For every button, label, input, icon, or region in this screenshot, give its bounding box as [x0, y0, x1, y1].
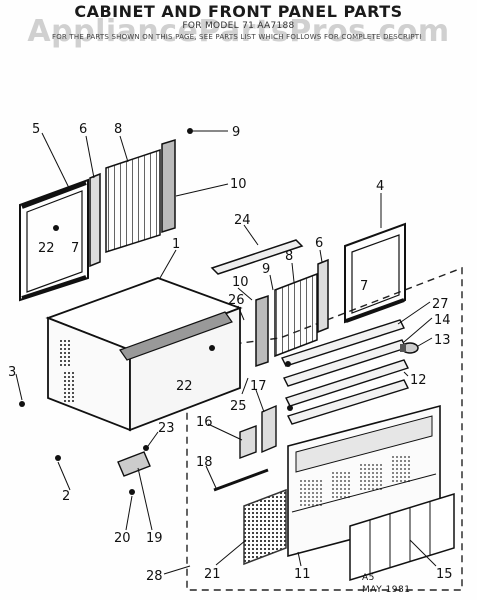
bracket-17	[261, 404, 277, 454]
cabinet-vent-upper	[58, 340, 72, 366]
screw-icon	[287, 405, 293, 411]
rod-18	[213, 468, 269, 492]
callout-27: 27	[432, 297, 449, 312]
callout-28: 28	[146, 569, 163, 584]
callout-10: 10	[230, 177, 247, 192]
callout-14: 14	[434, 313, 451, 328]
screw-icon	[187, 128, 193, 134]
side-curtain-frame-right	[344, 222, 406, 324]
watermark: AppliancePartsPros.com	[27, 14, 450, 49]
screw-icon	[53, 225, 59, 231]
callout-3: 3	[8, 365, 16, 380]
cabinet-vent-lower	[62, 372, 76, 402]
clip-19	[117, 451, 151, 477]
callout-10: 10	[232, 275, 249, 290]
callout-2: 2	[62, 489, 70, 504]
caption-line: FOR THE PARTS SHOWN ON THIS PAGE, SEE PA…	[52, 33, 422, 41]
callout-1: 1	[172, 237, 180, 252]
screw-icon	[143, 445, 149, 451]
callout-8: 8	[285, 249, 293, 264]
frame-bar-right	[255, 294, 269, 368]
callout-6: 6	[79, 122, 87, 137]
callout-11: 11	[294, 567, 311, 582]
callout-26: 26	[228, 293, 245, 308]
revision-date: MAY 1981	[362, 585, 411, 595]
side-curtain-frame-left	[19, 178, 89, 302]
page-title: CABINET AND FRONT PANEL PARTS	[74, 2, 403, 21]
leader-lines	[15, 132, 437, 575]
callout-20: 20	[114, 531, 131, 546]
callout-12: 12	[410, 373, 427, 388]
callout-22: 22	[176, 379, 193, 394]
callout-16: 16	[196, 415, 213, 430]
callout-24: 24	[234, 213, 251, 228]
louver-knob-icon	[400, 342, 419, 354]
callout-7: 7	[71, 241, 79, 256]
accordion-curtain-right	[274, 272, 318, 358]
top-trim-strip	[210, 239, 304, 275]
cabinet-shell	[45, 277, 243, 432]
screw-icon	[19, 401, 25, 407]
callout-9: 9	[232, 125, 240, 140]
callout-7: 7	[360, 279, 368, 294]
control-door	[243, 488, 287, 566]
screw-icon	[129, 489, 135, 495]
air-filter	[349, 492, 455, 582]
screw-icon	[209, 345, 215, 351]
side-strip-right	[317, 258, 329, 334]
callout-23: 23	[158, 421, 175, 436]
callout-22: 22	[38, 241, 55, 256]
screw-icon	[285, 361, 291, 367]
callout-15: 15	[436, 567, 453, 582]
callout-labels: 5 6 8 9 10 4 24 1 6 7 22 7 10 9 8 26 27 …	[8, 122, 453, 584]
callout-13: 13	[434, 333, 451, 348]
callout-19: 19	[146, 531, 163, 546]
callout-6: 6	[315, 236, 323, 251]
revision-code: A5	[362, 573, 375, 583]
model-subtitle: FOR MODEL 71 AA7188	[182, 21, 295, 31]
callout-17: 17	[250, 379, 267, 394]
callout-21: 21	[204, 567, 221, 582]
bracket-16	[239, 424, 257, 460]
callout-25: 25	[230, 399, 247, 414]
callout-18: 18	[196, 455, 213, 470]
callout-4: 4	[376, 179, 384, 194]
callout-5: 5	[32, 122, 40, 137]
accordion-curtain-left	[105, 148, 161, 254]
callout-8: 8	[114, 122, 122, 137]
frame-bar-left	[161, 138, 176, 234]
side-strip-left	[89, 172, 101, 268]
screw-icon	[55, 455, 61, 461]
louver-blades	[281, 319, 409, 425]
callout-9: 9	[262, 262, 270, 277]
